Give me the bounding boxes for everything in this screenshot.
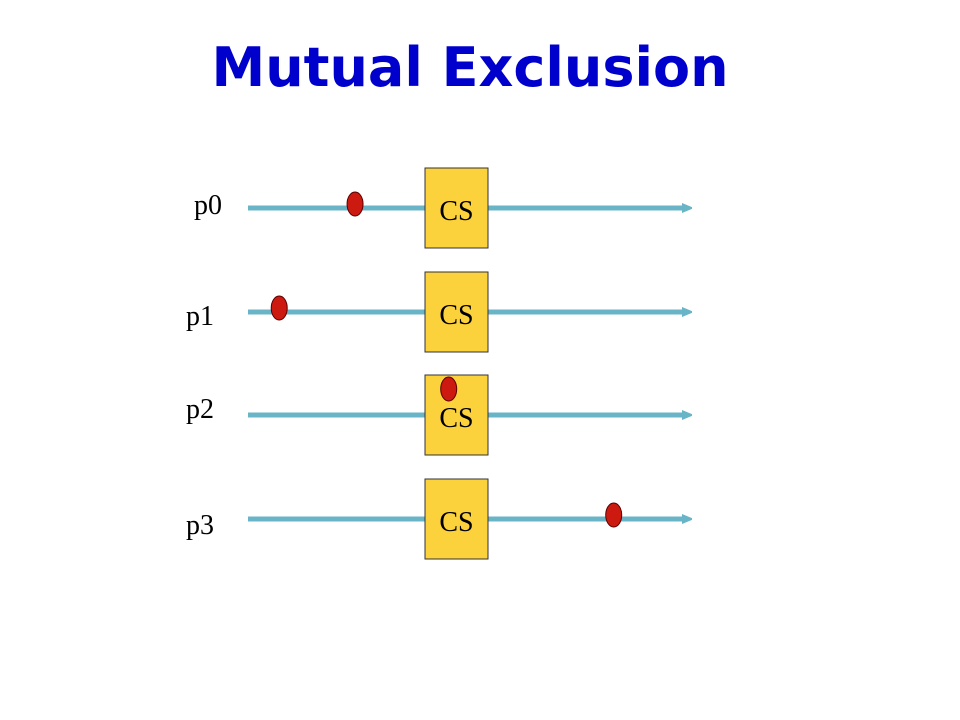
critical-section-box	[424, 271, 489, 353]
critical-section-label: CS	[439, 403, 473, 434]
process-row-p0: p0 CS	[194, 167, 684, 249]
slide-title: Mutual Exclusion	[211, 36, 729, 99]
process-token	[605, 502, 623, 528]
process-label: p2	[186, 394, 214, 425]
critical-section-label: CS	[439, 300, 473, 331]
process-row-p1: p1 CS	[186, 271, 684, 353]
process-row-p2: p2 CS	[186, 374, 684, 456]
critical-section-label: CS	[439, 507, 473, 538]
process-token	[440, 376, 458, 402]
process-label: p1	[186, 301, 214, 332]
process-row-p3: p3 CS	[186, 478, 684, 560]
critical-section-label: CS	[439, 196, 473, 227]
critical-section-box	[424, 478, 489, 560]
process-label: p3	[186, 510, 214, 541]
process-token	[270, 295, 288, 321]
critical-section-box	[424, 167, 489, 249]
process-token	[346, 191, 364, 217]
process-label: p0	[194, 190, 222, 221]
